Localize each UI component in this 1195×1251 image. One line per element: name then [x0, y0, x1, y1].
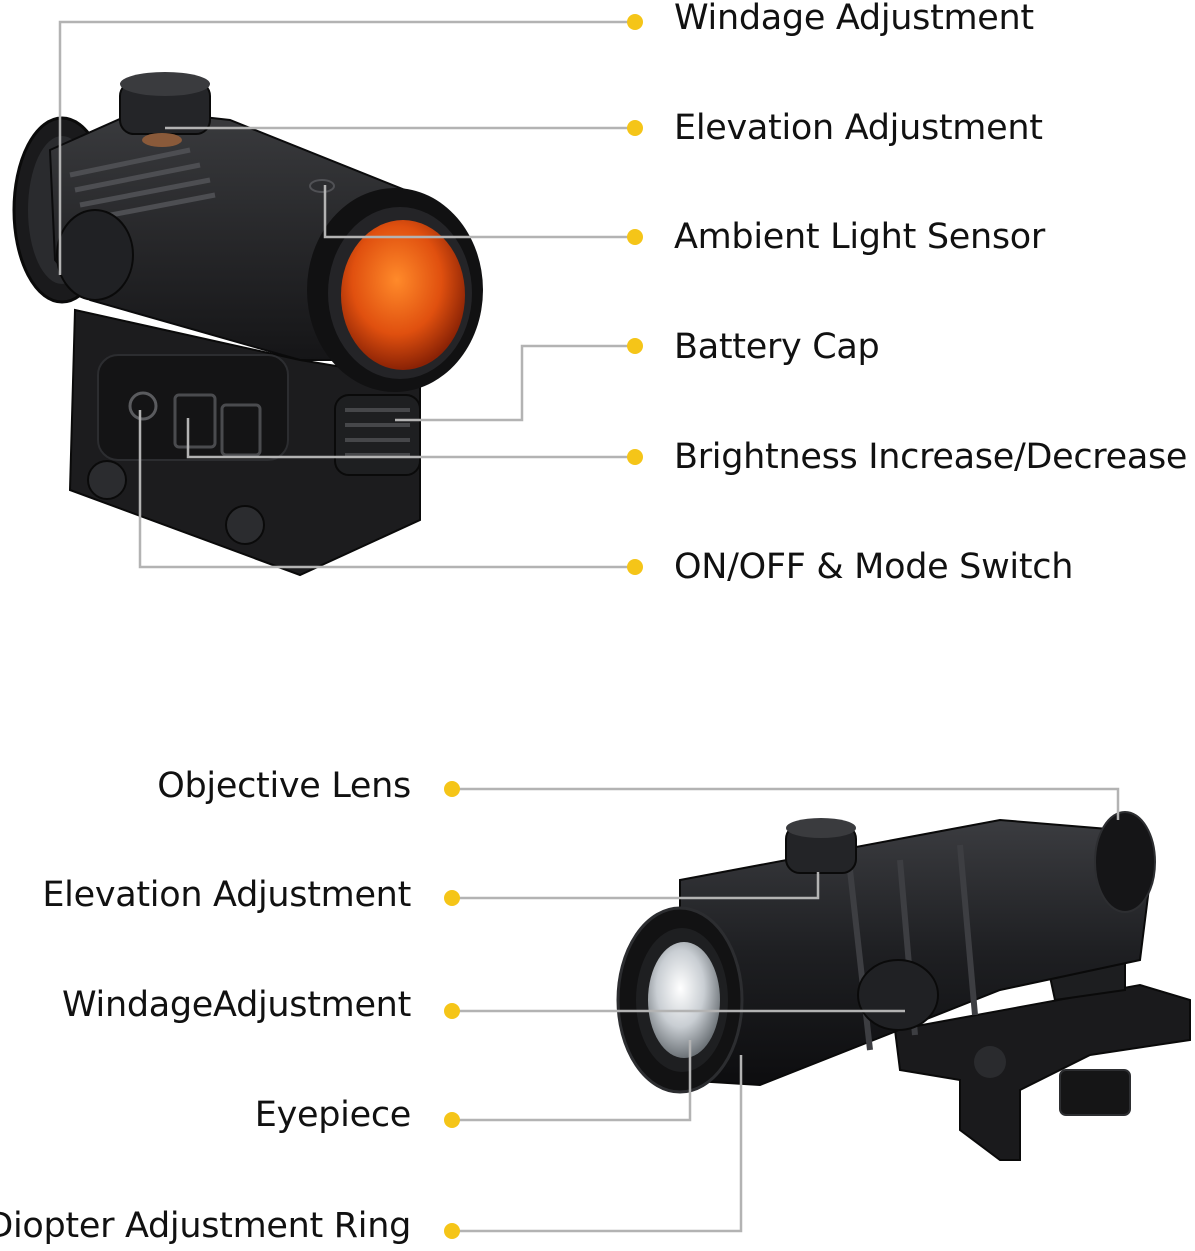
- label-brightness-increase-decrease: Brightness Increase/Decrease: [674, 437, 1188, 477]
- callout-dots: [444, 14, 643, 1239]
- label-elevation-adjustment: Elevation Adjustment: [674, 108, 1043, 148]
- leader-power: [138, 410, 635, 569]
- leader-objective-lens: [452, 787, 1120, 820]
- leader-diopter: [452, 1055, 743, 1233]
- magnifier-image: [616, 811, 1191, 1161]
- label-ambient-light-sensor: Ambient Light Sensor: [674, 217, 1045, 257]
- label-objective-lens: Objective Lens: [157, 766, 411, 806]
- leader-lines: [58, 20, 1120, 1233]
- leader-battery-cap: [395, 344, 635, 422]
- leader-light-sensor: [323, 185, 635, 239]
- red-dot-sight-image: [12, 72, 483, 577]
- label-windage-adjustment: Windage Adjustment: [674, 0, 1034, 38]
- leader-eyepiece: [452, 1040, 692, 1122]
- label-magnifier-elevation-adjustment: Elevation Adjustment: [42, 875, 411, 915]
- label-diopter-adjustment-ring: Diopter Adjustment Ring: [0, 1206, 411, 1246]
- leader-windage: [58, 20, 635, 275]
- label-eyepiece: Eyepiece: [254, 1095, 412, 1135]
- label-magnifier-windage-adjustment: WindageAdjustment: [61, 985, 411, 1025]
- label-battery-cap: Battery Cap: [674, 327, 880, 367]
- leader-brightness: [186, 418, 635, 459]
- leader-magnifier-elevation: [452, 872, 820, 900]
- label-on-off-mode-switch: ON/OFF & Mode Switch: [674, 547, 1074, 587]
